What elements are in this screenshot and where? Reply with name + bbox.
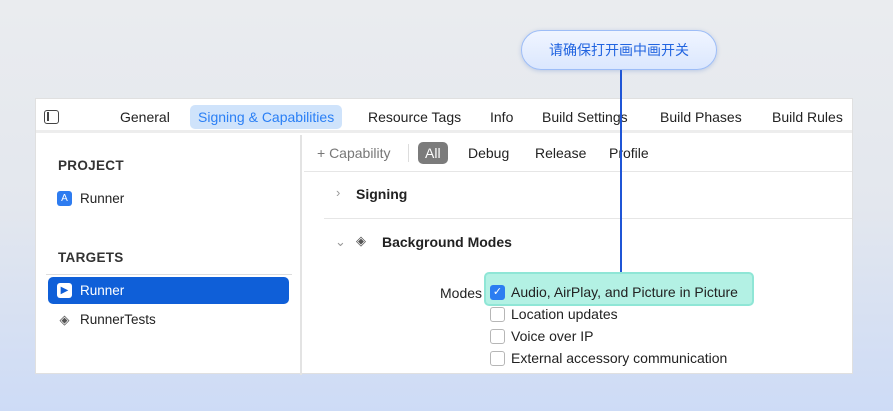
test-icon: ◈	[59, 312, 70, 327]
checkbox-audio[interactable]: ✓	[490, 285, 505, 300]
filter-debug[interactable]: Debug	[468, 145, 510, 161]
modes-label: Modes	[440, 285, 483, 301]
divider	[408, 144, 409, 162]
app-icon: A	[57, 191, 72, 206]
option-voip: Voice over IP	[511, 328, 594, 344]
filter-profile[interactable]: Profile	[609, 145, 649, 161]
tab-resource-tags[interactable]: Resource Tags	[368, 109, 462, 125]
tab-general[interactable]: General	[120, 109, 170, 125]
editor: + Capability All Debug Release Profile ›…	[304, 135, 852, 375]
tab-build-settings[interactable]: Build Settings	[542, 109, 628, 125]
tab-info[interactable]: Info	[490, 109, 514, 125]
chevron-down-icon[interactable]: ⌄	[335, 234, 346, 249]
tab-build-rules[interactable]: Build Rules	[772, 109, 843, 125]
checkbox-location[interactable]	[490, 307, 505, 322]
filter-all[interactable]: All	[418, 142, 448, 164]
item-label: RunnerTests	[80, 312, 156, 327]
highlight-audio-option	[484, 272, 754, 306]
tab-bar: General Signing & Capabilities Resource …	[36, 99, 852, 133]
option-external-accessory: External accessory communication	[511, 350, 728, 366]
option-location: Location updates	[511, 306, 618, 322]
item-label: Runner	[80, 191, 125, 206]
sidebar-toggle-icon[interactable]	[44, 110, 59, 124]
callout-bubble: 请确保打开画中画开关	[521, 30, 717, 70]
checkbox-voip[interactable]	[490, 329, 505, 344]
item-label: Runner	[80, 283, 125, 298]
tab-signing[interactable]: Signing & Capabilities	[190, 105, 343, 129]
sidebar: PROJECT A Runner TARGETS ▶ Runner ◈ RunnerT…	[36, 135, 302, 375]
xcode-window: General Signing & Capabilities Resource …	[35, 98, 853, 375]
background-modes-section[interactable]: Background Modes	[382, 234, 512, 250]
targets-heading: TARGETS	[58, 250, 124, 265]
target-runner[interactable]: ▶ Runner	[48, 277, 289, 304]
project-heading: PROJECT	[58, 158, 124, 173]
callout-pointer-line	[620, 70, 622, 272]
divider	[324, 218, 852, 219]
option-audio: Audio, AirPlay, and Picture in Picture	[511, 284, 738, 300]
app-icon: ▶	[57, 283, 72, 298]
divider	[46, 274, 292, 275]
chevron-right-icon[interactable]: ›	[336, 185, 341, 200]
project-runner[interactable]: A Runner	[48, 185, 289, 212]
signing-section[interactable]: Signing	[356, 186, 408, 202]
checkbox-external-accessory[interactable]	[490, 351, 505, 366]
filter-release[interactable]: Release	[535, 145, 587, 161]
add-capability-button[interactable]: + Capability	[317, 145, 391, 161]
tab-build-phases[interactable]: Build Phases	[660, 109, 742, 125]
target-runnertests[interactable]: ◈ RunnerTests	[48, 306, 289, 333]
divider	[304, 171, 852, 172]
layers-icon: ◈	[356, 233, 366, 248]
